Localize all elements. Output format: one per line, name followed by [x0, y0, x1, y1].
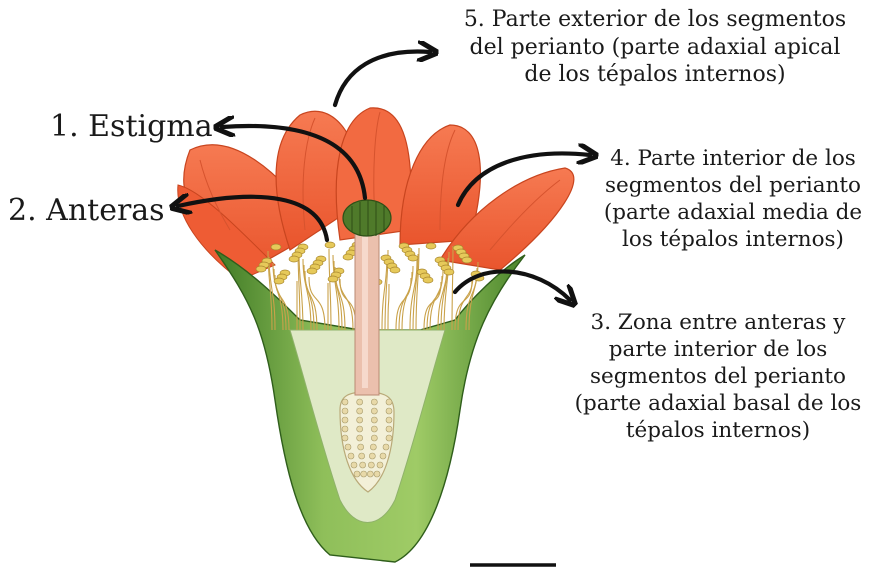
anther: [444, 269, 454, 275]
anther: [325, 242, 335, 248]
anther: [343, 254, 353, 260]
label-line: segmentos del perianto: [568, 364, 868, 391]
ovule: [371, 399, 377, 405]
ovule: [386, 399, 392, 405]
ovule: [358, 444, 364, 450]
anther: [274, 278, 284, 284]
ovule: [369, 453, 375, 459]
ovule: [357, 435, 363, 441]
ovule: [371, 408, 377, 414]
arrow-parte-exterior: [335, 52, 430, 105]
label-line: 3. Zona entre anteras y: [568, 310, 868, 337]
ovule: [345, 444, 351, 450]
ovule: [367, 471, 373, 477]
anther: [390, 267, 400, 273]
label-line: tépalos internos): [568, 418, 868, 445]
filament: [396, 278, 411, 330]
ovule: [357, 426, 363, 432]
ovule: [361, 471, 367, 477]
ovule: [380, 453, 386, 459]
ovule: [371, 426, 377, 432]
label-parte-exterior: 5. Parte exterior de los segmentos del p…: [450, 6, 860, 89]
ovule: [377, 462, 383, 468]
anther: [289, 256, 299, 262]
ovule: [370, 444, 376, 450]
ovule: [354, 471, 360, 477]
ovule: [357, 408, 363, 414]
label-line: del perianto (parte adaxial apical: [450, 34, 860, 62]
ovule: [342, 435, 348, 441]
label-zona-entre-anteras: 3. Zona entre anteras y parte interior d…: [568, 310, 868, 444]
anther: [426, 243, 436, 249]
anther: [423, 277, 433, 283]
anther: [307, 268, 317, 274]
ovule: [368, 462, 374, 468]
ovule: [357, 399, 363, 405]
ovule: [374, 471, 380, 477]
ovule: [371, 435, 377, 441]
label-line: 4. Parte interior de los: [588, 146, 878, 173]
ovule: [342, 426, 348, 432]
ovule: [386, 408, 392, 414]
ovule: [351, 462, 357, 468]
filament: [388, 284, 389, 330]
filament: [339, 273, 353, 330]
anther: [271, 244, 281, 250]
anther: [328, 276, 338, 282]
ovule: [360, 462, 366, 468]
ovule: [383, 444, 389, 450]
label-anteras: 2. Anteras: [8, 192, 165, 230]
ovule: [386, 426, 392, 432]
ovule: [348, 453, 354, 459]
ovule: [342, 408, 348, 414]
label-anteras-text: 2. Anteras: [8, 192, 165, 230]
anther: [462, 257, 472, 263]
label-line: parte interior de los: [568, 337, 868, 364]
ovule: [386, 417, 392, 423]
ovule: [371, 417, 377, 423]
label-line: (parte adaxial media de: [588, 200, 878, 227]
label-estigma: 1. Estigma: [50, 108, 213, 146]
ovule: [342, 417, 348, 423]
anther: [408, 255, 418, 261]
ovule: [386, 435, 392, 441]
label-estigma-text: 1. Estigma: [50, 108, 213, 146]
label-parte-interior: 4. Parte interior de los segmentos del p…: [588, 146, 878, 254]
ovule: [342, 399, 348, 405]
label-line: de los tépalos internos): [450, 61, 860, 89]
ovule: [357, 417, 363, 423]
label-line: segmentos del perianto: [588, 173, 878, 200]
label-line: (parte adaxial basal de los: [568, 391, 868, 418]
filament: [402, 266, 413, 330]
label-line: los tépalos internos): [588, 227, 878, 254]
ovule: [359, 453, 365, 459]
filament: [329, 249, 331, 330]
label-line: 5. Parte exterior de los segmentos: [450, 6, 860, 34]
anther: [256, 266, 266, 272]
